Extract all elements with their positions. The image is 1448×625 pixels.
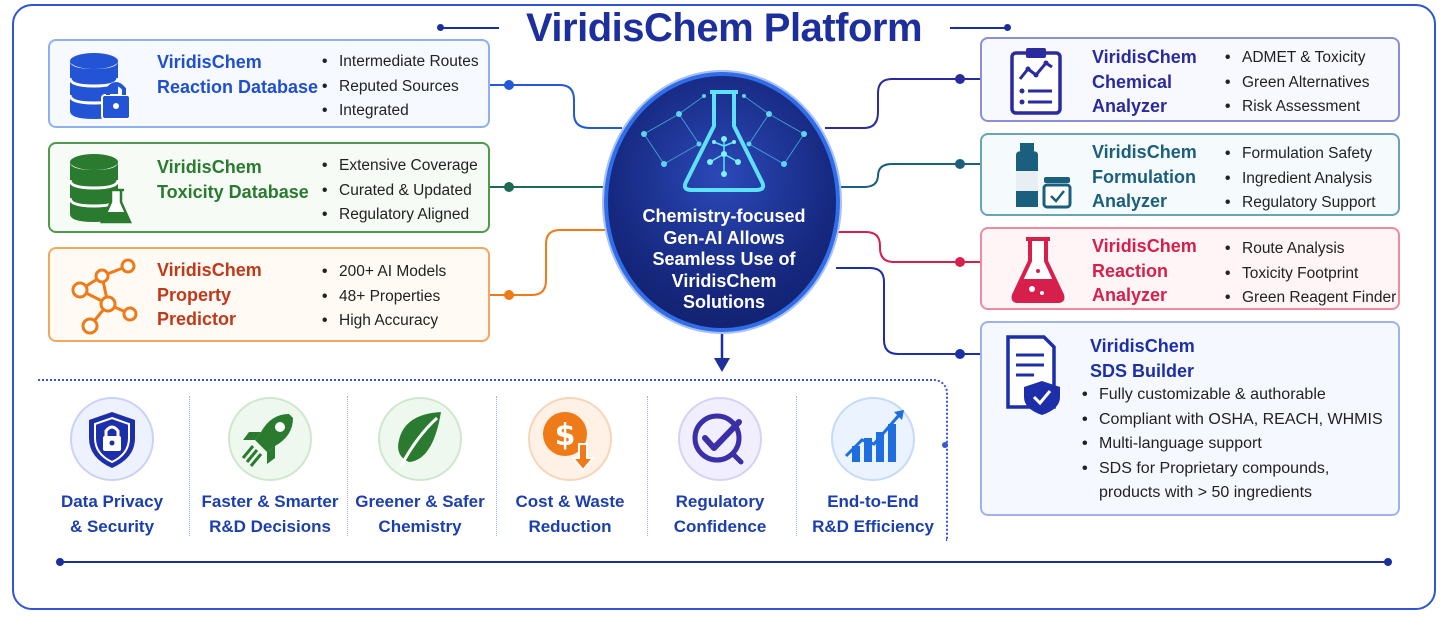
- database-lock-icon: [68, 53, 131, 120]
- benefit-line2: & Security: [69, 517, 155, 536]
- bottom-line: [60, 561, 1388, 563]
- benefit-divider: [189, 396, 190, 536]
- benefit-line1: Faster & Smarter: [201, 492, 339, 511]
- bullet-item: 48+ Properties: [322, 285, 446, 310]
- card-title-line2: Reaction: [1092, 260, 1169, 281]
- card-title-line3: Analyzer: [1092, 96, 1168, 116]
- card-title-line2: Reaction Database: [157, 76, 319, 97]
- network-flask-icon: [641, 90, 807, 192]
- benefit-divider: [647, 396, 648, 536]
- bullet-item: Compliant with OSHA, REACH, WHMIS: [1082, 408, 1383, 433]
- dollar-down-icon: $: [528, 397, 612, 481]
- chemical-analyzer-card[interactable]: ViridisChem Chemical Analyzer ADMET & To…: [980, 37, 1400, 122]
- bullet-item: SDS for Proprietary compounds,: [1082, 457, 1383, 482]
- benefit-line1: Greener & Safer: [355, 492, 485, 511]
- card-title-line1: ViridisChem: [1092, 236, 1197, 256]
- benefit-line2: Confidence: [673, 517, 767, 536]
- benefit-line1: End-to-End: [827, 492, 919, 511]
- card-bullets: Formulation Safety Ingredient Analysis R…: [1225, 142, 1376, 216]
- bullet-item: Fully customizable & authorable: [1082, 383, 1383, 408]
- reaction-analyzer-card[interactable]: ViridisChem Reaction Analyzer Route Anal…: [980, 227, 1400, 310]
- card-bullets: 200+ AI Models 48+ Properties High Accur…: [322, 260, 446, 334]
- bullet-item: Ingredient Analysis: [1225, 167, 1376, 192]
- card-title-line3: Predictor: [157, 309, 237, 329]
- property-predictor-card[interactable]: ViridisChem Property Predictor 200+ AI M…: [48, 247, 490, 342]
- card-title-line3: Analyzer: [1092, 191, 1168, 211]
- bullet-item: Intermediate Routes: [322, 50, 479, 75]
- bullet-continuation: products with > 50 ingredients: [1099, 484, 1313, 501]
- card-title-line2: Formulation: [1092, 166, 1196, 187]
- benefits-bracket: [38, 379, 948, 541]
- card-title-line2: Toxicity Database: [157, 181, 309, 202]
- hub-text: Chemistry-focused Gen-AI Allows Seamless…: [642, 206, 806, 312]
- document-shield-icon: [1006, 335, 1060, 415]
- benefit-line2: R&D Efficiency: [812, 517, 934, 536]
- card-title-line1: ViridisChem: [157, 260, 262, 280]
- benefit-line2: Reduction: [528, 517, 612, 536]
- shield-lock-icon: [70, 397, 154, 481]
- growth-chart-icon: [831, 397, 915, 481]
- benefit-line2: Chemistry: [378, 517, 462, 536]
- flask-icon: [1011, 237, 1065, 303]
- card-title-line1: ViridisChem: [157, 52, 262, 72]
- hub-circle: [604, 72, 840, 332]
- card-title-line1: ViridisChem: [1092, 47, 1197, 67]
- bullet-item: Regulatory Support: [1225, 191, 1376, 216]
- title-dot-right: [1004, 24, 1011, 31]
- bottle-jar-icon: [1016, 143, 1072, 209]
- card-bullets: ADMET & Toxicity Green Alternatives Risk…: [1225, 46, 1370, 120]
- sds-bullets: Fully customizable & authorable Complian…: [1082, 383, 1383, 481]
- title-line-right: [950, 27, 1008, 29]
- reaction-database-card[interactable]: ViridisChem Reaction Database Intermedia…: [48, 39, 490, 128]
- card-title-line1: ViridisChem: [1090, 336, 1195, 356]
- outer-frame: [12, 4, 1436, 610]
- bullet-item: Curated & Updated: [322, 179, 478, 204]
- card-title-line2: Property: [157, 284, 232, 305]
- bullet-item: Extensive Coverage: [322, 154, 478, 179]
- card-title-line2: Chemical: [1092, 71, 1173, 92]
- bullet-item: Route Analysis: [1225, 237, 1396, 262]
- title-line-left: [441, 27, 499, 29]
- bullet-item: Formulation Safety: [1225, 142, 1376, 167]
- benefit-line1: Cost & Waste: [515, 492, 625, 511]
- database-flask-icon: [68, 154, 132, 224]
- card-title-line2: SDS Builder: [1090, 360, 1195, 381]
- bullet-item: Integrated: [322, 99, 479, 124]
- molecule-icon: [71, 258, 138, 335]
- benefit-divider: [796, 396, 797, 536]
- card-bullets: Route Analysis Toxicity Footprint Green …: [1225, 237, 1396, 311]
- bullet-item: Green Reagent Finder: [1225, 286, 1396, 311]
- benefit-divider: [347, 396, 348, 536]
- leaf-icon: [378, 397, 462, 481]
- card-title-line1: ViridisChem: [157, 157, 262, 177]
- card-title-line3: Analyzer: [1092, 285, 1168, 305]
- card-bullets: Extensive Coverage Curated & Updated Reg…: [322, 154, 478, 228]
- card-title-line1: ViridisChem: [1092, 142, 1197, 162]
- bullet-item: Regulatory Aligned: [322, 203, 478, 228]
- toxicity-database-card[interactable]: ViridisChem Toxicity Database Extensive …: [48, 142, 490, 233]
- benefit-line1: Regulatory: [675, 492, 765, 511]
- card-bullets: Intermediate Routes Reputed Sources Inte…: [322, 50, 479, 124]
- clipboard-chart-icon: [1010, 48, 1062, 115]
- sds-builder-card[interactable]: ViridisChem SDS Builder Fully customizab…: [980, 321, 1400, 516]
- svg-text:$: $: [555, 418, 576, 453]
- benefit-line1: Data Privacy: [60, 492, 164, 511]
- bullet-item: 200+ AI Models: [322, 260, 446, 285]
- bullet-item: ADMET & Toxicity: [1225, 46, 1370, 71]
- bullet-item: Risk Assessment: [1225, 95, 1370, 120]
- rocket-icon: [228, 397, 312, 481]
- title-dot-left: [437, 24, 444, 31]
- bullet-item: Green Alternatives: [1225, 71, 1370, 96]
- formulation-analyzer-card[interactable]: ViridisChem Formulation Analyzer Formula…: [980, 133, 1400, 216]
- benefit-divider: [496, 396, 497, 536]
- benefit-line2: R&D Decisions: [209, 517, 331, 536]
- bullet-item: Toxicity Footprint: [1225, 262, 1396, 287]
- bullet-item: High Accuracy: [322, 309, 446, 334]
- bullet-item: Reputed Sources: [322, 75, 479, 100]
- check-circle-icon: [678, 397, 762, 481]
- bullet-item: Multi-language support: [1082, 432, 1383, 457]
- page-title: ViridisChem Platform: [525, 6, 923, 50]
- bottom-dot-right: [1384, 558, 1392, 566]
